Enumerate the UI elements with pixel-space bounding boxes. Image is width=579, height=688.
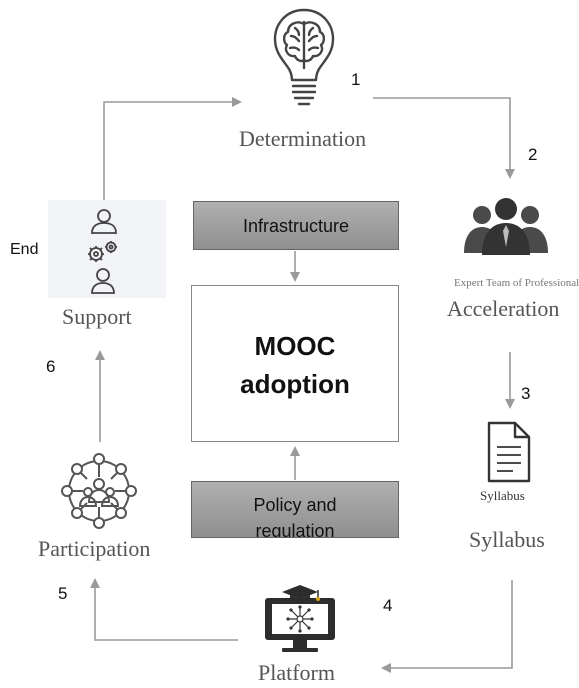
arrow-platform-to-participation [90,578,238,641]
document-icon [487,421,531,483]
policy-regulation-box: Policy and regulation [191,481,399,538]
step-number-4: 4 [383,596,393,615]
stage-label-platform: Platform [258,660,335,685]
arrow-determination-to-acceleration [373,97,515,179]
document-caption: Syllabus [480,488,525,503]
step-number-3: 3 [521,384,531,403]
end-label: End [10,241,39,258]
mooc-adoption-title: MOOC adoption [192,327,398,403]
stage-label-determination: Determination [239,126,367,151]
arrow-support-to-determination [103,97,242,210]
lightbulb-brain-icon [273,8,335,106]
stage-label-syllabus: Syllabus [469,527,545,552]
stage-label-support: Support [62,304,132,329]
step-number-1: 1 [351,70,361,89]
center-title-line2: adoption [240,369,350,399]
policy-label-line2: regulation [255,521,335,538]
policy-label-line1: Policy and [253,495,337,515]
stage-label-acceleration: Acceleration [447,296,560,321]
arrow-syllabus-to-platform [381,580,513,673]
people-network-icon [61,453,137,529]
support-people-gears-icon [88,209,117,294]
step-number-6: 6 [46,357,56,376]
infrastructure-label: Infrastructure [242,216,350,236]
step-number-2: 2 [528,145,538,164]
step-number-5: 5 [58,584,68,603]
expert-team-icon [464,198,548,255]
computer-monitor-icon [265,585,335,652]
expert-team-caption: Expert Team of Professional [454,277,579,289]
center-title-line1: MOOC [254,331,336,361]
mooc-adoption-box: MOOC adoption [191,285,399,442]
infrastructure-box: Infrastructure [193,201,399,250]
stage-label-participation: Participation [38,536,151,561]
